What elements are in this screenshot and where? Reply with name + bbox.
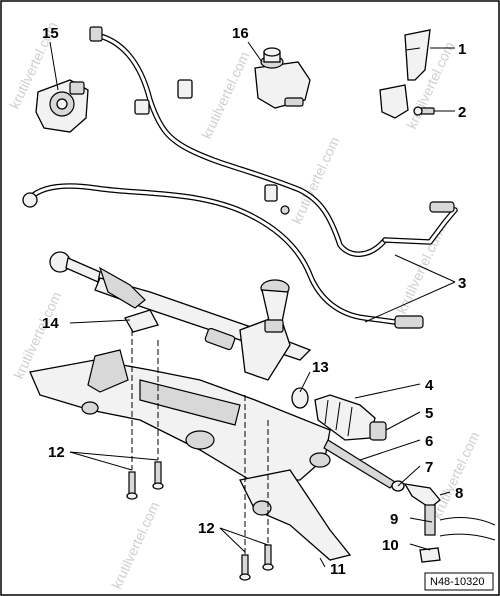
hose-clip <box>177 79 193 99</box>
callout-15: 15 <box>42 25 59 42</box>
hose-fitting <box>22 192 38 208</box>
callout-2: 2 <box>458 104 466 121</box>
figure-code: N48-10320 <box>430 576 484 588</box>
leader-lines <box>49 41 456 568</box>
callout-4: 4 <box>425 377 434 394</box>
callout-11: 11 <box>330 561 346 578</box>
bracket-bolt <box>413 106 435 116</box>
steering-rack <box>49 251 312 381</box>
hose-fittings <box>22 26 455 329</box>
callout-9: 9 <box>390 511 398 528</box>
hose-clip <box>264 184 278 202</box>
callout-6: 6 <box>425 433 433 450</box>
callout-12a: 12 <box>48 444 65 461</box>
callout-5: 5 <box>425 405 433 422</box>
mounting-bracket <box>379 29 431 119</box>
boot-clamp <box>369 421 387 441</box>
hose-fitting <box>89 26 103 42</box>
right-boot-assembly <box>291 387 496 563</box>
hydraulic-hoses <box>27 32 458 325</box>
callout-12b: 12 <box>198 520 215 537</box>
hose-clip-bolt <box>280 205 290 215</box>
callout-8: 8 <box>455 485 463 502</box>
callout-7: 7 <box>425 459 433 476</box>
knuckle-outline <box>439 517 496 526</box>
callout-14: 14 <box>42 315 59 332</box>
callout-3: 3 <box>458 275 466 292</box>
hose-fitting <box>394 315 424 329</box>
fluid-reservoir <box>254 47 311 109</box>
figure-code-box: N48-10320 <box>424 572 494 591</box>
seal-ring <box>291 387 309 409</box>
self-locking-nut <box>419 547 441 563</box>
callout-10: 10 <box>382 537 399 554</box>
ball-joint-stud <box>424 504 436 536</box>
power-steering-pump <box>35 79 89 133</box>
callout-13: 13 <box>312 359 329 376</box>
hose-clip <box>134 99 150 115</box>
tie-rod-end <box>403 483 441 509</box>
hose-fitting <box>429 201 455 213</box>
tie-rod <box>323 439 396 489</box>
callout-1: 1 <box>458 41 466 58</box>
subframe-bolts <box>126 330 274 581</box>
callout-16: 16 <box>232 25 249 42</box>
callout-labels: 1 2 3 4 5 6 7 8 9 10 11 12 12 13 14 15 1… <box>42 25 466 578</box>
knuckle-outline <box>439 533 496 541</box>
